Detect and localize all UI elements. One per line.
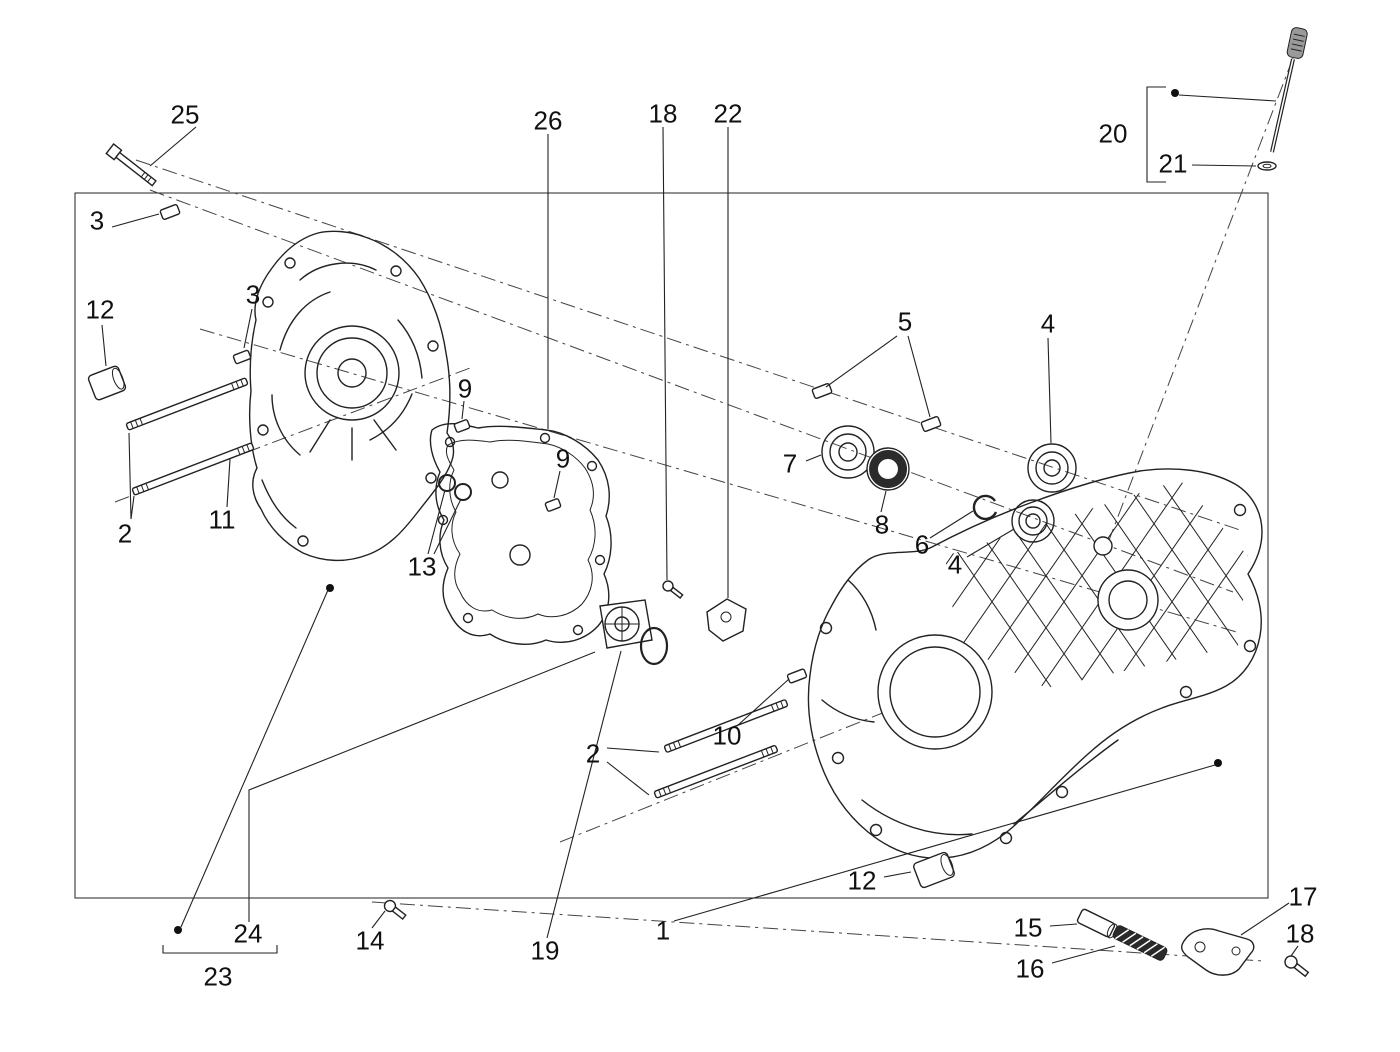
dowel-5-b [920, 415, 942, 433]
callout-3: 3 [89, 205, 105, 236]
callout-19: 19 [530, 935, 560, 966]
callout-4: 4 [1040, 308, 1056, 339]
ball-bearing-4-lower [1011, 499, 1055, 543]
pin-10 [786, 668, 808, 684]
callout-3: 3 [245, 279, 261, 310]
bolt-25 [105, 143, 157, 187]
leader-lines [101, 94, 1299, 964]
callout-4: 4 [947, 549, 963, 580]
stud-11 [131, 442, 255, 496]
callout-23: 23 [203, 961, 233, 992]
dowel-3-a [159, 203, 181, 221]
o-ring-13-a [438, 474, 456, 492]
dowel-3-b [232, 349, 252, 365]
callout-18: 18 [1285, 918, 1315, 949]
callout-14: 14 [355, 925, 385, 956]
frame-border [74, 192, 1269, 899]
callout-1: 1 [655, 915, 671, 946]
callout-24: 24 [233, 918, 263, 949]
ball-bearing-4-upper [1027, 443, 1077, 493]
callout-22: 22 [713, 98, 743, 129]
callout-6: 6 [914, 529, 930, 560]
callout-15: 15 [1013, 912, 1043, 943]
washer-21 [1257, 161, 1277, 171]
callout-2: 2 [585, 738, 601, 769]
ball-bearing-7 [821, 425, 875, 479]
dowel-9-b [544, 498, 562, 512]
right-crankcase-half [807, 468, 1263, 859]
callout-10: 10 [712, 720, 742, 751]
callout-13: 13 [407, 551, 437, 582]
callout-2: 2 [117, 518, 133, 549]
dowel-9-a [453, 419, 471, 433]
o-ring-13-b [454, 483, 472, 501]
dowel-5-a [811, 382, 833, 400]
crankcase-gasket [429, 423, 612, 645]
bearing-8 [866, 447, 910, 491]
callout-9: 9 [457, 373, 473, 404]
construction-lines [114, 57, 1294, 962]
pump-o-ring-seal [639, 626, 669, 666]
callout-12: 12 [85, 294, 115, 325]
bushing-12-right [913, 851, 955, 889]
callout-18: 18 [648, 98, 678, 129]
callout-5: 5 [897, 306, 913, 337]
bracket-23-group [162, 945, 278, 954]
callout-9: 9 [555, 443, 571, 474]
callout-25: 25 [170, 99, 200, 130]
oil-dipstick [1270, 27, 1308, 153]
spring-16 [1112, 925, 1168, 961]
callout-26: 26 [533, 105, 563, 136]
callout-16: 16 [1015, 953, 1045, 984]
bushing-12-left [87, 365, 127, 401]
bracket-20-group [1146, 86, 1166, 183]
callout-8: 8 [874, 509, 890, 540]
callout-11: 11 [208, 504, 236, 535]
snap-ring-6 [972, 494, 998, 521]
callout-17: 17 [1288, 881, 1318, 912]
screw-18-top [662, 580, 684, 600]
stud-2-mid-b [663, 699, 789, 753]
callout-21: 21 [1158, 148, 1188, 179]
callout-20: 20 [1098, 118, 1128, 149]
plate-17 [1180, 928, 1255, 976]
reference-dots [174, 89, 1222, 934]
water-pump-impeller [599, 599, 653, 649]
bracket-22 [706, 598, 747, 642]
stud-2-mid-a [653, 744, 778, 799]
screw-18-right [1284, 955, 1310, 978]
callout-7: 7 [782, 448, 798, 479]
callout-12: 12 [847, 865, 877, 896]
stud-2-left-a [125, 377, 249, 431]
screw-14 [383, 899, 407, 921]
left-crankcase-half [248, 230, 455, 562]
